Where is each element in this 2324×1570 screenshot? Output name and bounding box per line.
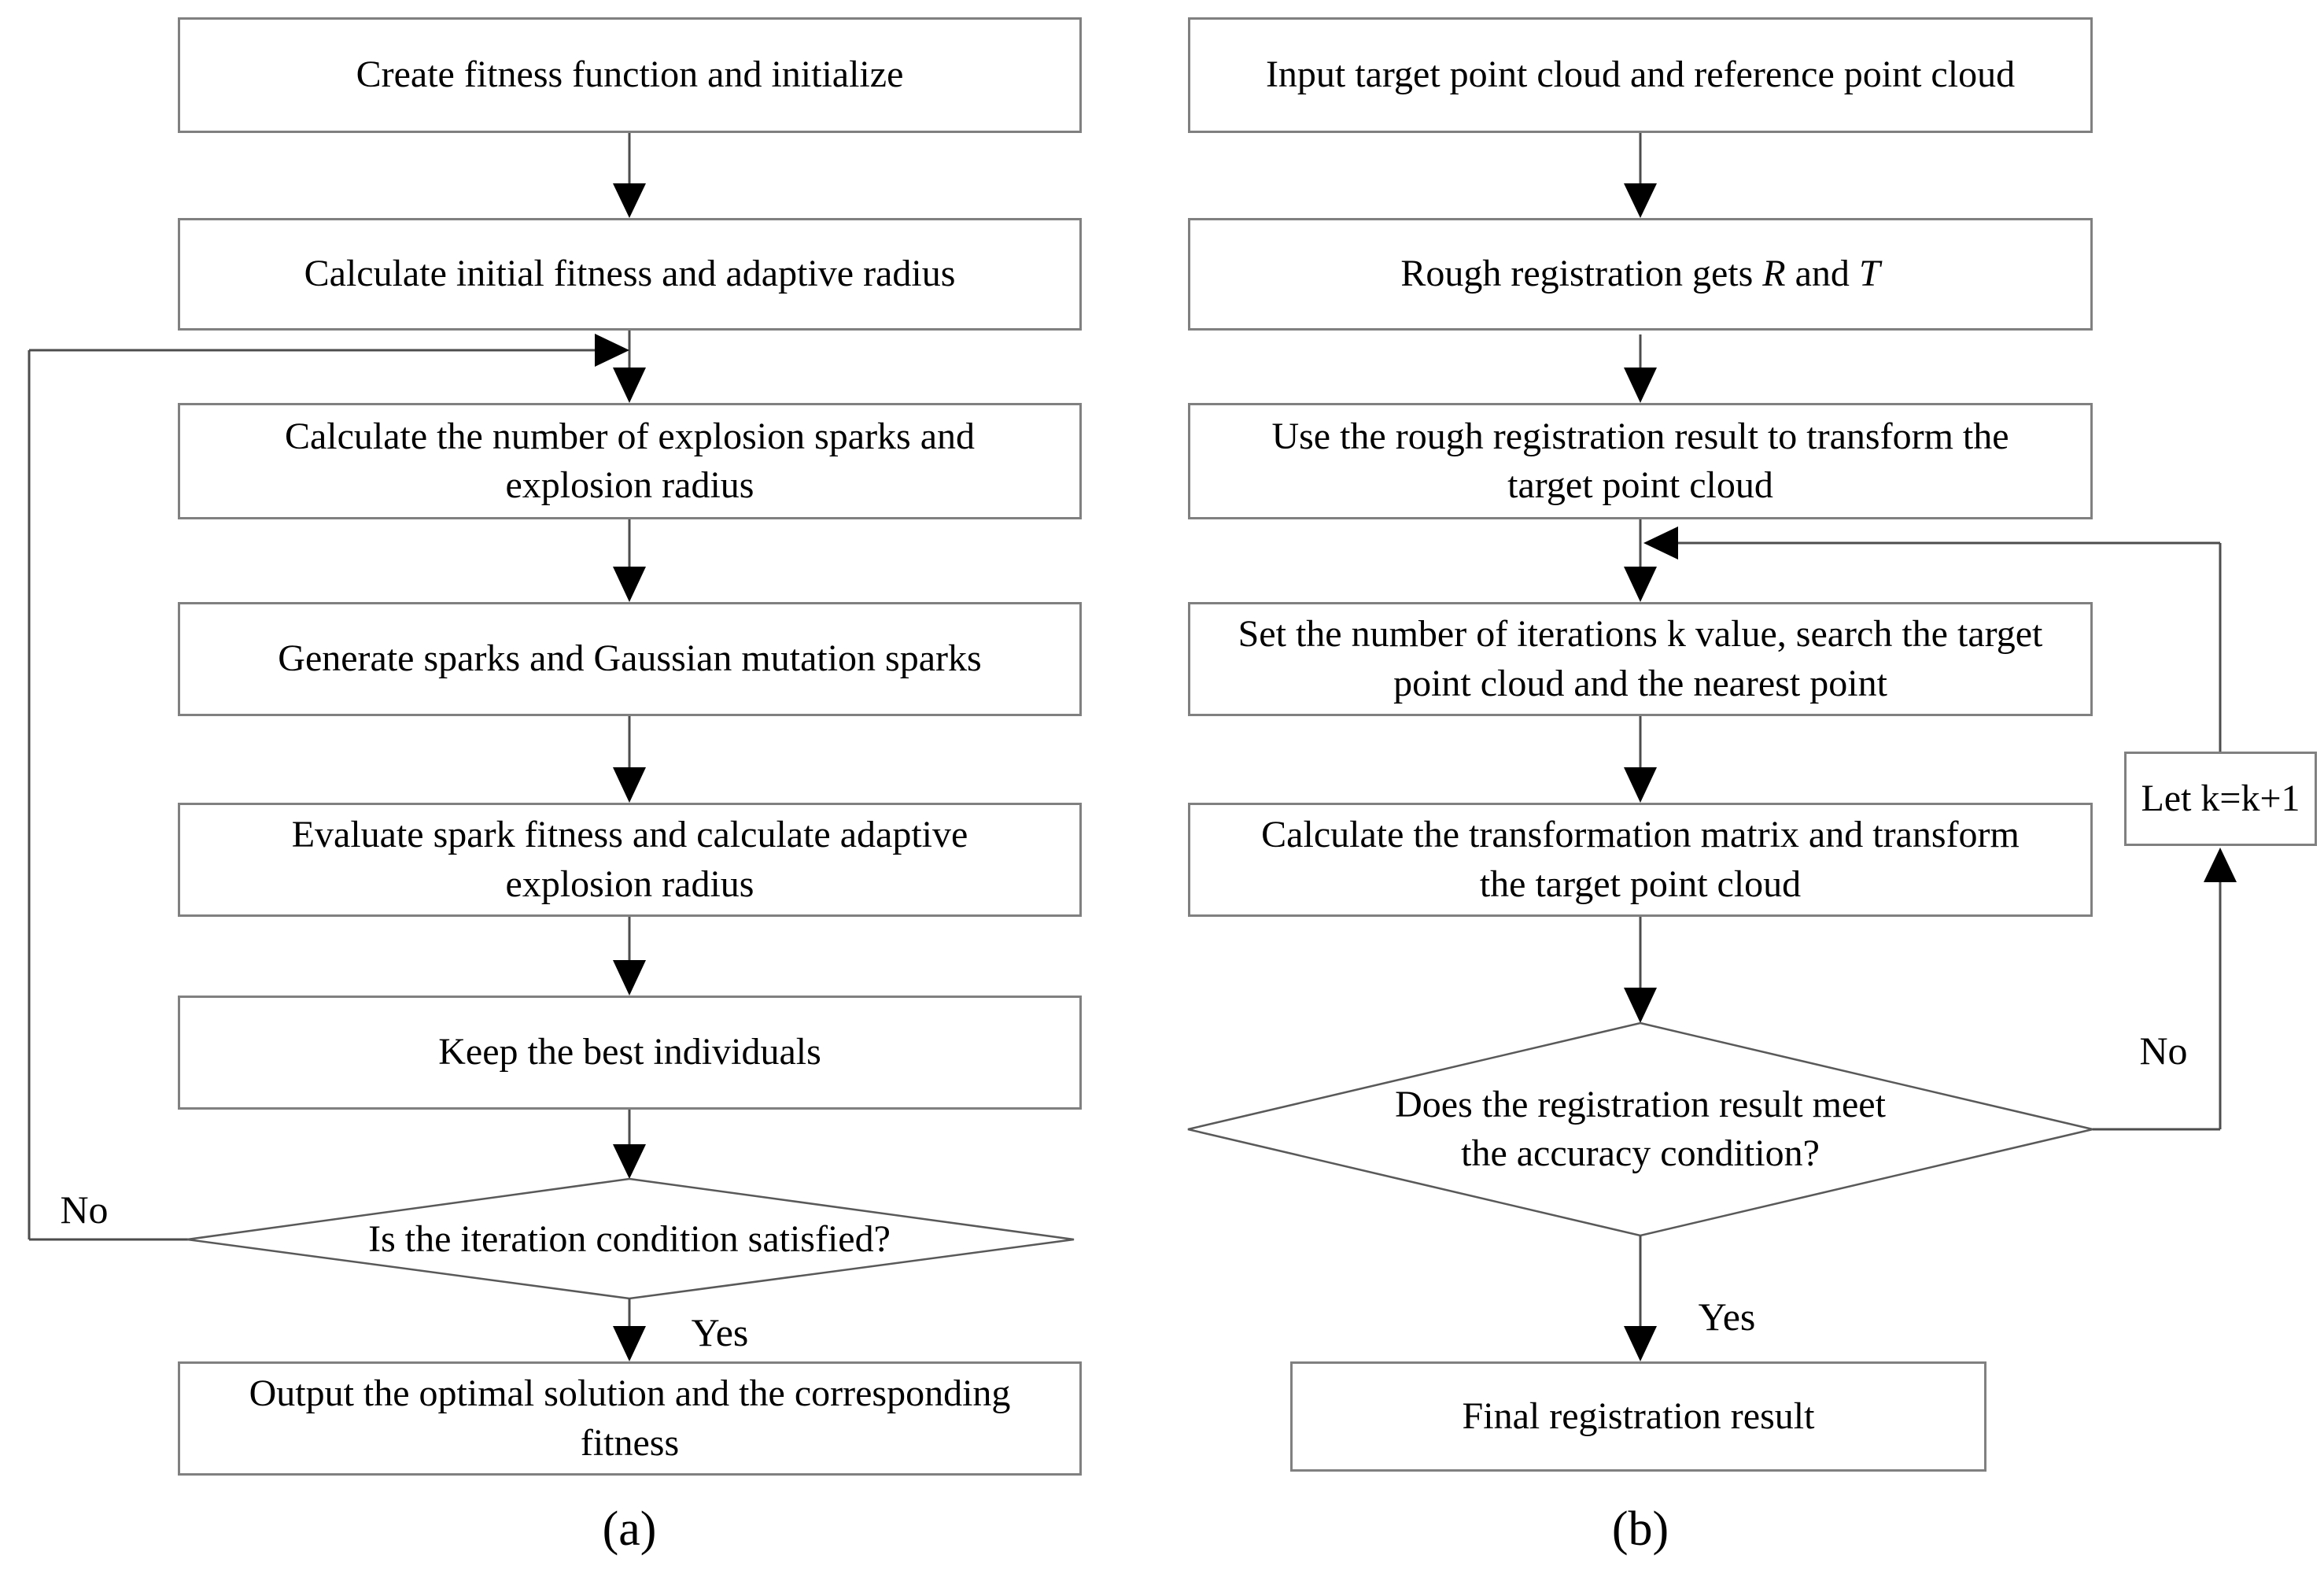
- b-box-loop-increment-label: Let k=k+1: [2141, 777, 2300, 819]
- b-rough-var-t: T: [1858, 253, 1880, 295]
- b-arrow5-head: [1624, 988, 1657, 1023]
- b-decision-diamond: [1187, 1021, 2093, 1237]
- a-box-create-fitness: Create fitness function and initialize: [178, 17, 1082, 133]
- b-arrow3-head: [1624, 567, 1657, 602]
- a-arrow3-head: [613, 567, 646, 602]
- a-box-create-fitness-label: Create fitness function and initialize: [356, 54, 904, 96]
- b-box-transform: Use the rough registration result to tra…: [1188, 403, 2093, 519]
- b-box-matrix-label: Calculate the transformation matrix and …: [1261, 814, 2020, 905]
- a-no-label: No: [60, 1188, 109, 1232]
- a-arrow7-head: [613, 1326, 646, 1361]
- b-rough-var-r: R: [1762, 253, 1786, 295]
- b-box-rough-registration: Rough registration gets R and T: [1188, 218, 2093, 331]
- b-feedback-left-head: [1643, 526, 1678, 560]
- a-box-initial-fitness-label: Calculate initial fitness and adaptive r…: [304, 253, 956, 295]
- b-arrow1-head: [1624, 183, 1657, 218]
- a-arrow4-head: [613, 767, 646, 803]
- b-yes-label: Yes: [1698, 1295, 1756, 1339]
- a-box-initial-fitness: Calculate initial fitness and adaptive r…: [178, 218, 1082, 331]
- b-box-transform-label: Use the rough registration result to tra…: [1271, 415, 2009, 506]
- a-decision-diamond: [186, 1177, 1075, 1300]
- a-arrow2-head: [613, 368, 646, 403]
- b-arrow6-head: [1624, 1326, 1657, 1361]
- b-box-iterations-label: Set the number of iterations k value, se…: [1238, 613, 2043, 704]
- a-box-explosion-sparks: Calculate the number of explosion sparks…: [178, 403, 1082, 519]
- b-rough-mid: and: [1785, 253, 1859, 295]
- b-arrow4-head: [1624, 767, 1657, 803]
- b-caption: (b): [1611, 1502, 1669, 1556]
- a-arrow5-head: [613, 960, 646, 996]
- a-box-generate-sparks: Generate sparks and Gaussian mutation sp…: [178, 602, 1082, 716]
- b-box-loop-increment: Let k=k+1: [2124, 752, 2317, 846]
- b-rough-prefix: Rough registration gets: [1400, 253, 1763, 295]
- b-arrow2-head: [1624, 368, 1657, 403]
- a-caption: (a): [602, 1502, 657, 1556]
- a-arrow1-head: [613, 183, 646, 218]
- b-box-iterations: Set the number of iterations k value, se…: [1188, 602, 2093, 716]
- a-box-keep-best: Keep the best individuals: [178, 996, 1082, 1110]
- b-box-matrix: Calculate the transformation matrix and …: [1188, 803, 2093, 917]
- a-box-output: Output the optimal solution and the corr…: [178, 1361, 1082, 1476]
- a-box-evaluate-fitness: Evaluate spark fitness and calculate ada…: [178, 803, 1082, 917]
- a-arrow6-head: [613, 1144, 646, 1179]
- b-box-input-label: Input target point cloud and reference p…: [1265, 54, 2016, 96]
- b-no-up-head: [2204, 848, 2237, 882]
- a-box-explosion-sparks-label: Calculate the number of explosion sparks…: [284, 415, 976, 506]
- a-box-output-label: Output the optimal solution and the corr…: [249, 1372, 1011, 1464]
- b-box-final-result-label: Final registration result: [1462, 1395, 1815, 1437]
- b-no-label: No: [2139, 1029, 2188, 1073]
- a-box-keep-best-label: Keep the best individuals: [438, 1031, 821, 1073]
- a-box-evaluate-fitness-label: Evaluate spark fitness and calculate ada…: [291, 814, 968, 905]
- b-box-final-result: Final registration result: [1290, 1361, 1986, 1472]
- a-box-generate-sparks-label: Generate sparks and Gaussian mutation sp…: [278, 637, 982, 680]
- a-feedback-right-head: [595, 334, 629, 367]
- b-box-input: Input target point cloud and reference p…: [1188, 17, 2093, 133]
- a-yes-label: Yes: [691, 1310, 749, 1354]
- b-box-rough-registration-label: Rough registration gets R and T: [1400, 249, 1879, 298]
